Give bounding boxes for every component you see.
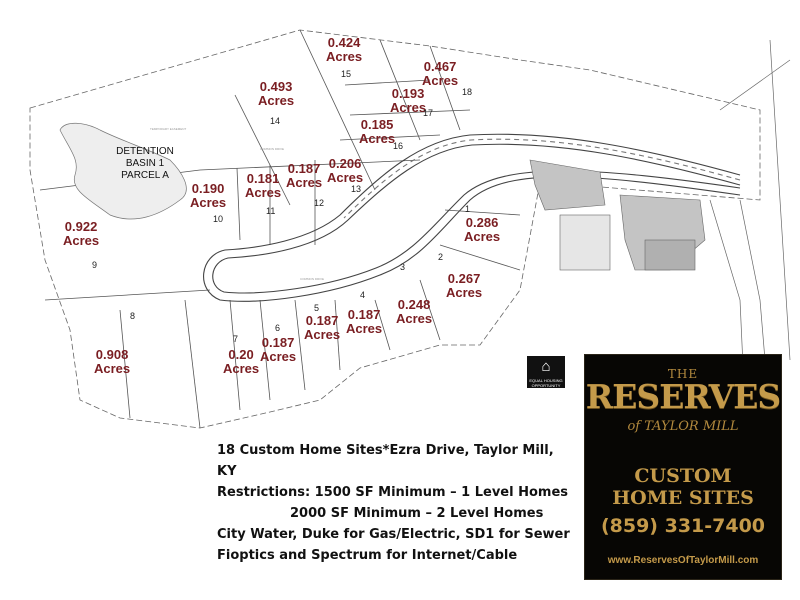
- info-line-1: 18 Custom Home Sites*Ezra Drive, Taylor …: [217, 443, 554, 479]
- lot-5-acres-value: 0.187: [305, 313, 339, 328]
- lot-15-acres-value: 0.424: [327, 35, 361, 50]
- lot-9-number: 9: [92, 260, 98, 270]
- detention-basin-label: DETENTION BASIN 1 PARCEL A: [97, 146, 193, 182]
- lot-3-acres-value: 0.248: [397, 297, 431, 312]
- acres-unit: Acres: [63, 233, 100, 248]
- acres-unit: Acres: [327, 170, 364, 185]
- lot-12-acres-value: 0.187: [287, 161, 321, 176]
- lot-18-acres-value: 0.467: [423, 59, 457, 74]
- lot-10-number: 10: [213, 214, 224, 224]
- acres-unit: Acres: [223, 361, 260, 376]
- acres-unit: Acres: [260, 349, 297, 364]
- lot-12-number: 12: [314, 198, 325, 208]
- lot-8-acres-value: 0.908: [95, 347, 129, 362]
- lot-15-number: 15: [341, 69, 352, 79]
- acres-unit: Acres: [286, 175, 323, 190]
- lot-17-number: 17: [423, 108, 434, 118]
- acres-unit: Acres: [446, 285, 483, 300]
- lot-1-number: 1: [465, 204, 471, 214]
- lot-2-acres-value: 0.267: [447, 271, 481, 286]
- acres-unit: Acres: [390, 100, 427, 115]
- lot-11-acres-value: 0.181: [246, 171, 280, 186]
- acres-unit: Acres: [94, 361, 131, 376]
- info-line-2: Restrictions: 1500 SF Minimum – 1 Level …: [217, 485, 569, 500]
- house-icon: ⌂: [541, 358, 551, 375]
- lot-8-number: 8: [130, 311, 136, 321]
- acres-unit: Acres: [464, 229, 501, 244]
- lot-9-acres-value: 0.922: [64, 219, 98, 234]
- lot-7-number: 7: [233, 334, 239, 344]
- lot-16-acres-value: 0.185: [360, 117, 394, 132]
- ad-the: THE: [667, 367, 699, 381]
- lot-6-number: 6: [275, 323, 281, 333]
- lot-13-number: 13: [351, 184, 362, 194]
- ad-phone[interactable]: (859) 331-7400: [600, 515, 766, 537]
- detention-line3: PARCEL A: [121, 170, 169, 181]
- lot-1-acres-value: 0.286: [465, 215, 499, 230]
- detention-line2: BASIN 1: [125, 158, 165, 169]
- lot-2-number: 2: [438, 252, 444, 262]
- lot-18-number: 18: [462, 87, 473, 97]
- acres-unit: Acres: [396, 311, 433, 326]
- acres-unit: Acres: [346, 321, 383, 336]
- ad-subtitle: of TAYLOR MILL: [627, 419, 739, 434]
- acres-unit: Acres: [304, 327, 341, 342]
- ad-custom-home-sites: CUSTOM HOME SITES: [585, 465, 781, 509]
- lot-13-acres-value: 0.206: [328, 156, 362, 171]
- lot-10-acres-value: 0.190: [191, 181, 225, 196]
- lot-4-acres-value: 0.187: [347, 307, 381, 322]
- svg-text:COMMON DRIVE: COMMON DRIVE: [300, 277, 324, 281]
- lot-17-acres-value: 0.193: [391, 86, 425, 101]
- svg-text:TEMPORARY EASEMENT: TEMPORARY EASEMENT: [150, 127, 186, 131]
- lot-3-number: 3: [400, 262, 406, 272]
- lot-11-number: 11: [266, 206, 276, 216]
- acres-unit: Acres: [359, 131, 396, 146]
- reserves-ad-panel: THE RESERVES of TAYLOR MILL CUSTOM HOME …: [584, 354, 782, 580]
- acres-unit: Acres: [245, 185, 282, 200]
- ad-website-link[interactable]: www.ReservesOfTaylorMill.com: [607, 555, 759, 566]
- acres-unit: Acres: [326, 49, 363, 64]
- detention-line1: DETENTION: [116, 146, 174, 157]
- ad-custom-line2: HOME SITES: [612, 487, 754, 509]
- info-line-3: 2000 SF Minimum – 2 Level Homes: [290, 506, 544, 521]
- ad-brand: RESERVES: [585, 377, 781, 416]
- acres-unit: Acres: [190, 195, 227, 210]
- listing-info: 18 Custom Home Sites*Ezra Drive, Taylor …: [217, 440, 577, 566]
- ad-custom-line1: CUSTOM: [634, 465, 732, 487]
- info-line-4: City Water, Duke for Gas/Electric, SD1 f…: [217, 527, 570, 542]
- lot-14-number: 14: [270, 116, 281, 126]
- acres-unit: Acres: [422, 73, 459, 88]
- lot-7-acres-value: 0.20: [228, 347, 254, 362]
- lot-16-number: 16: [393, 141, 404, 151]
- lot-4-number: 4: [360, 290, 366, 300]
- acres-unit: Acres: [258, 93, 295, 108]
- equal-housing-text: EQUAL HOUSING OPPORTUNITY: [529, 378, 563, 388]
- lot-6-acres-value: 0.187: [261, 335, 295, 350]
- lot-14-acres-value: 0.493: [259, 79, 293, 94]
- equal-housing-logo: ⌂ EQUAL HOUSING OPPORTUNITY: [527, 356, 565, 388]
- lot-5-number: 5: [314, 303, 320, 313]
- svg-text:COMMON DRIVE: COMMON DRIVE: [260, 147, 284, 151]
- info-line-5: Fioptics and Spectrum for Internet/Cable: [217, 548, 518, 563]
